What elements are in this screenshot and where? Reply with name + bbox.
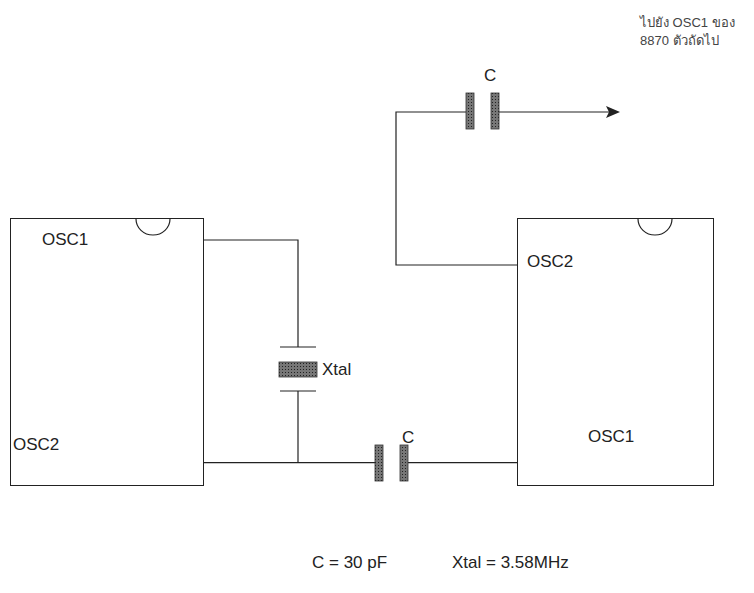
arrow-head [606, 106, 620, 118]
crystal-label: Xtal [322, 360, 351, 380]
capacitor-plate [400, 445, 408, 481]
ic-notch [136, 219, 170, 235]
capacitor-plate [466, 93, 474, 129]
output-wire [396, 112, 612, 265]
pin-name: OSC1 [42, 230, 88, 250]
value-note: Xtal = 3.58MHz [452, 553, 569, 573]
capacitor-plate [491, 93, 499, 129]
capacitor-label: C [402, 428, 414, 448]
crystal-wire [203, 240, 316, 463]
wire-connector [204, 462, 517, 463]
value-note: C = 30 pF [312, 553, 387, 573]
capacitor-label: C [484, 66, 496, 86]
pin-name: OSC1 [588, 427, 634, 447]
capacitor-plate [375, 445, 383, 481]
pin-name: OSC2 [527, 252, 573, 272]
pin-name: OSC2 [13, 435, 59, 455]
ic-notch [638, 219, 672, 235]
note-text: ไปยัง OSC1 ของ 8870 ตัวถัดไป [640, 14, 752, 49]
crystal-symbol [279, 362, 317, 377]
ic-chip: OSC2OSC1 [517, 218, 714, 486]
ic-chip: OSC1OSC2 [10, 218, 204, 486]
